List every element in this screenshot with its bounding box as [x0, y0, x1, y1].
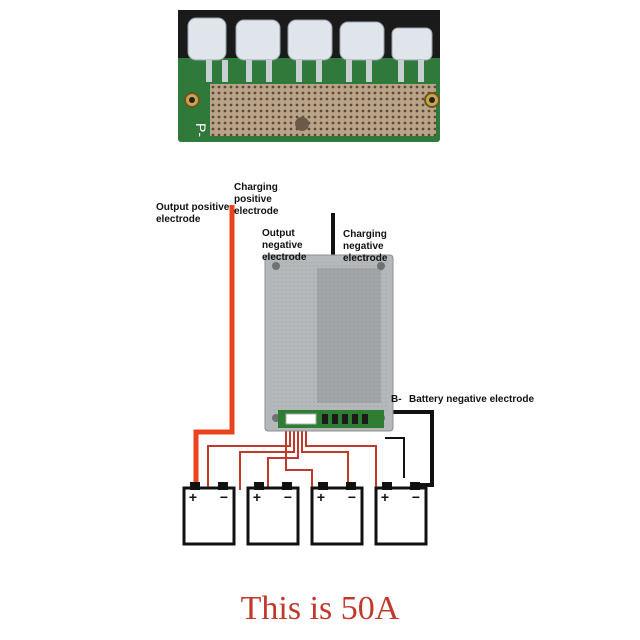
bms-board — [264, 254, 394, 432]
cell-minus-label: − — [220, 489, 228, 505]
cell-minus-label: − — [412, 489, 420, 505]
battery-cells: + − + − + − + − — [182, 482, 428, 546]
caption: This is 50A — [240, 590, 400, 627]
cell-minus-label: − — [284, 489, 292, 505]
b-minus-label: B- — [391, 394, 402, 405]
charging-positive-label: Charging positive electrode — [234, 182, 279, 217]
output-positive-label: Output positive electrode — [156, 202, 230, 225]
silkscreen-p-minus: P- — [193, 123, 209, 137]
cell-plus-label: + — [253, 489, 261, 505]
battery-cell: + − — [374, 482, 428, 546]
battery-cell: + − — [182, 482, 236, 546]
cell-plus-label: + — [317, 489, 325, 505]
bms-board-photo: P- — [178, 10, 440, 142]
battery-cell: + − — [246, 482, 300, 546]
battery-cell: + − — [310, 482, 364, 546]
battery-negative-wire — [390, 410, 434, 492]
cell-minus-label: − — [348, 489, 356, 505]
output-negative-label: Output negative electrode — [262, 228, 307, 263]
battery-negative-label: Battery negative electrode — [409, 394, 535, 405]
charging-negative-label: Charging negative electrode — [343, 229, 388, 264]
b-minus-lead — [385, 437, 405, 478]
output-positive-wire — [193, 205, 235, 490]
cell-plus-label: + — [381, 489, 389, 505]
balance-wires — [207, 430, 377, 490]
cell-plus-label: + — [189, 489, 197, 505]
